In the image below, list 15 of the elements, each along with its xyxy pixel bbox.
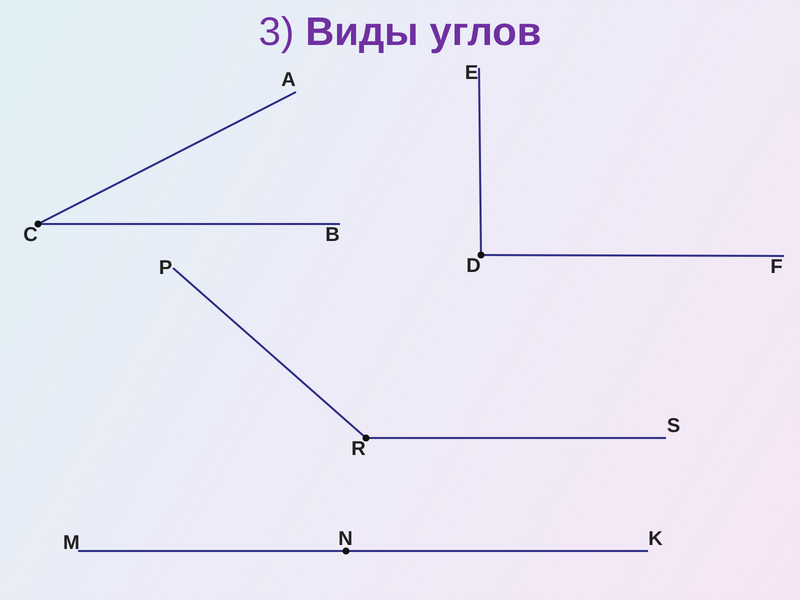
point-label: B bbox=[325, 224, 340, 247]
point-label: R bbox=[351, 438, 366, 461]
point-label: N bbox=[338, 528, 353, 551]
title: 3) Виды углов bbox=[258, 10, 542, 55]
ray-line bbox=[172, 267, 367, 439]
point-label: C bbox=[23, 224, 38, 247]
point-label: D bbox=[466, 255, 481, 278]
point-label: E bbox=[464, 62, 479, 85]
ray-line bbox=[38, 91, 296, 225]
point-label: A bbox=[281, 69, 296, 92]
point-label: K bbox=[648, 528, 663, 551]
point-label: F bbox=[769, 256, 784, 279]
point-label: S bbox=[666, 415, 681, 438]
point-label: P bbox=[158, 257, 173, 280]
point-label: M bbox=[63, 532, 78, 555]
